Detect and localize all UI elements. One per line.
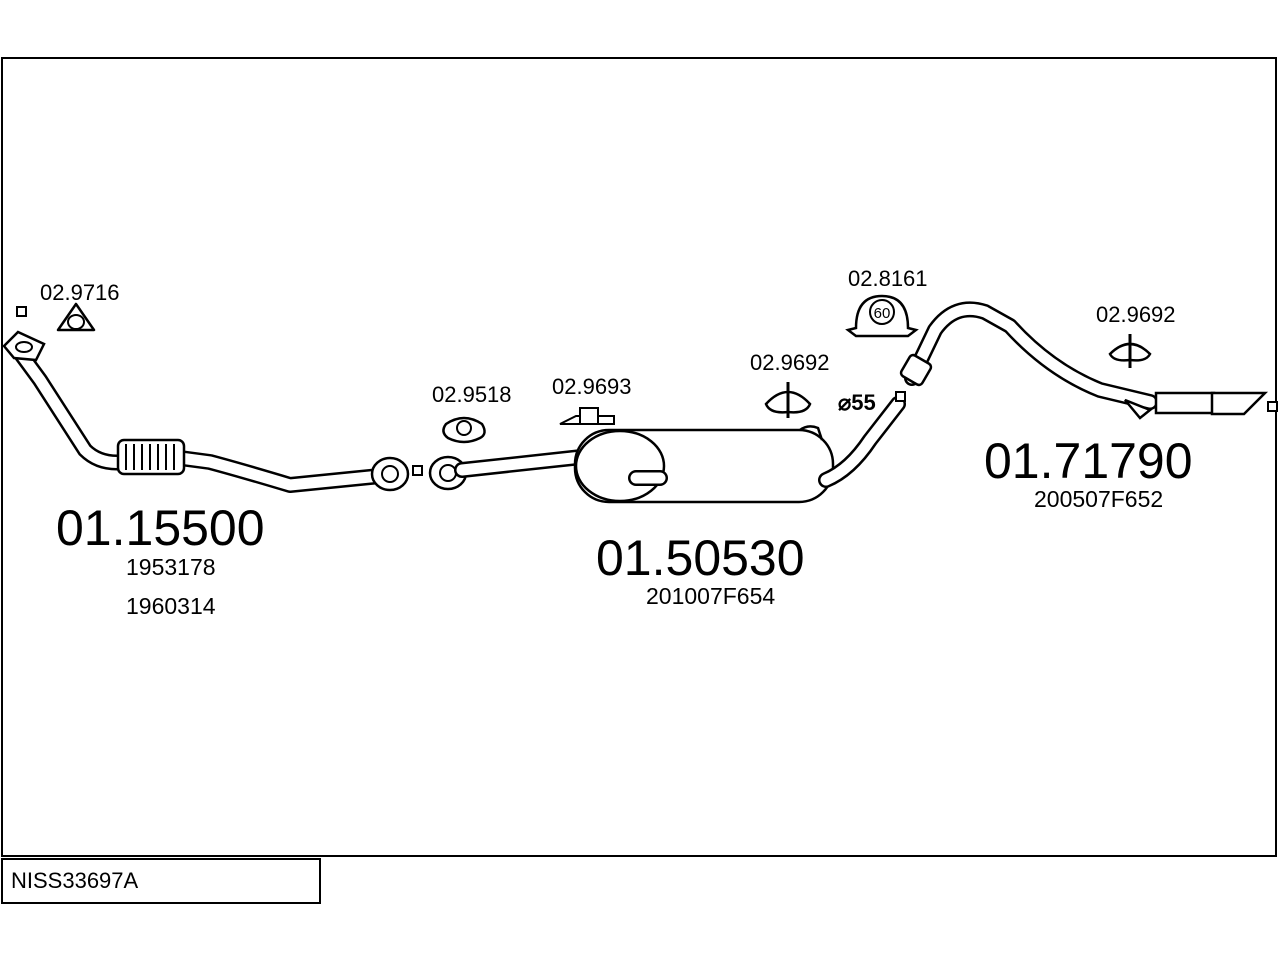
front-pipe[interactable] bbox=[2, 306, 423, 493]
accessory-label: 02.9692 bbox=[750, 350, 830, 375]
accessory-label: 02.8161 bbox=[848, 266, 928, 291]
accessory-label: 02.9692 bbox=[1096, 302, 1176, 327]
part-number: 01.15500 bbox=[56, 500, 265, 556]
oem-reference: 1953178 bbox=[126, 554, 216, 580]
flange-gasket-icon bbox=[56, 302, 96, 332]
diagram-frame bbox=[1, 57, 1277, 857]
bracket-icon bbox=[559, 407, 615, 425]
gasket-icon bbox=[442, 416, 486, 444]
clamp-size: 60 bbox=[874, 305, 891, 322]
rubber-hanger-icon bbox=[1108, 334, 1152, 368]
part-number: 01.50530 bbox=[596, 530, 805, 586]
tail-section bbox=[1154, 391, 1216, 415]
accessory-label: 02.9518 bbox=[432, 382, 512, 407]
diagram-code: NISS33697A bbox=[1, 858, 321, 904]
center-muffler[interactable] bbox=[428, 391, 906, 504]
oem-reference: 201007F654 bbox=[646, 583, 775, 609]
rubber-hanger-icon bbox=[764, 382, 812, 418]
diameter-label: ⌀55 bbox=[838, 390, 876, 415]
rear-muffler[interactable] bbox=[899, 301, 1278, 420]
clamp-icon: 60 bbox=[845, 294, 919, 338]
oem-reference: 1960314 bbox=[126, 593, 216, 619]
oem-reference: 200507F652 bbox=[1034, 486, 1163, 512]
accessory-label: 02.9716 bbox=[40, 280, 120, 305]
accessory-label: 02.9693 bbox=[552, 374, 632, 399]
part-number: 01.71790 bbox=[984, 433, 1193, 489]
